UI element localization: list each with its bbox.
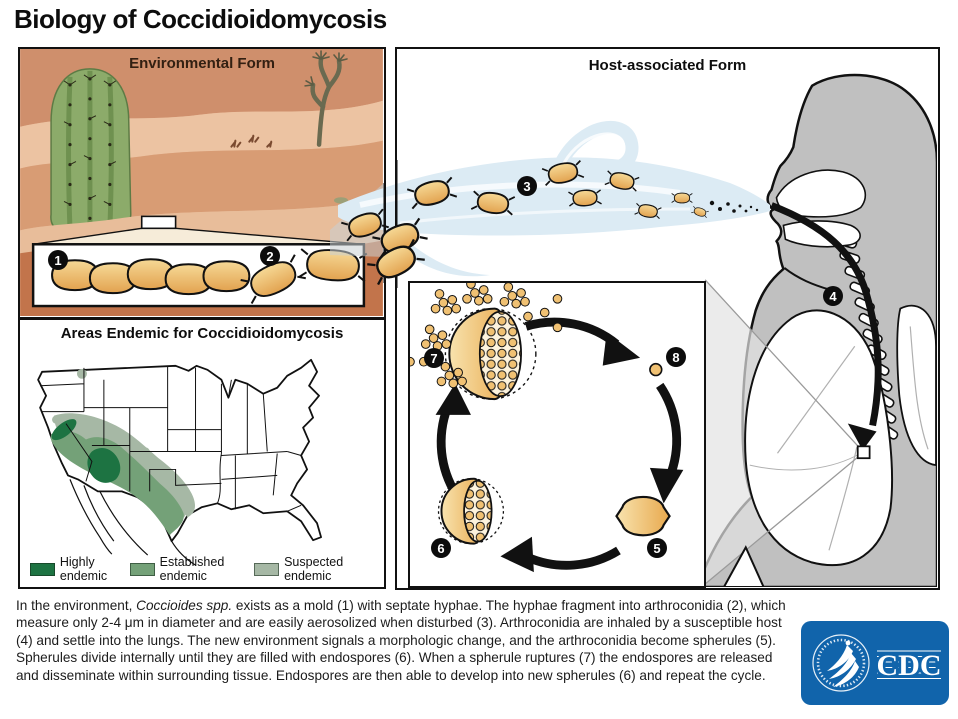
cdc-logo: CDC [801, 621, 949, 705]
desert-rock [334, 197, 348, 204]
state-borders [40, 365, 302, 512]
legend-item-established-endemic: Established endemic [129, 555, 254, 583]
us-endemic-map [37, 358, 322, 566]
caption-segment: In the environment, [16, 598, 137, 613]
single-endospore [649, 362, 663, 377]
desert-scene-illustration [20, 49, 383, 316]
endospore-filled-spherule [437, 477, 505, 545]
cactus-spine-needles [63, 74, 117, 205]
highly-endemic-label: Highly endemic [59, 555, 108, 583]
desert-shrubs [230, 134, 273, 148]
step-2-badge: 2 [260, 246, 280, 266]
legend-item-suspected-endemic: Suspected endemic [254, 555, 374, 583]
chest-notch [722, 545, 765, 587]
suspected-endemic-swatch [254, 562, 280, 576]
near-lung [744, 309, 893, 567]
cdc-wordmark: CDC [877, 649, 942, 682]
highly-endemic-swatch [30, 562, 55, 576]
spherule-cycle-diagram [410, 283, 684, 573]
established-endemic-swatch [129, 562, 155, 576]
endemic-map-panel: Areas Endemic for Coccidioidomycosis [18, 318, 386, 589]
map-legend: Highly endemic Established endemic Suspe… [22, 555, 382, 583]
us-outline [37, 358, 322, 543]
step-5-badge: 5 [647, 538, 667, 558]
magnifier-lines [704, 279, 865, 585]
environmental-form-panel: Environmental Form [18, 47, 386, 319]
step-3-badge: 3 [517, 176, 537, 196]
step-8-badge: 8 [666, 347, 686, 367]
arthroconidia-fragments [240, 248, 368, 304]
hhs-eagle-icon [827, 640, 859, 687]
caption-paragraph: In the environment, Coccioides spp. exis… [16, 597, 794, 684]
endemic-map-title: Areas Endemic for Coccidioidomycosis [60, 325, 344, 342]
mexico-outline [69, 479, 196, 566]
cdc-logo-art: CDC [812, 634, 944, 692]
established-endemic-region [50, 430, 184, 536]
hhs-seal-ring [812, 634, 870, 692]
host-associated-form-title: Host-associated Form [588, 57, 747, 74]
step-1-badge: 1 [48, 250, 68, 270]
highly-endemic-region [51, 419, 121, 483]
septate-hyphae [51, 258, 251, 296]
ruptured-spherule [410, 283, 563, 401]
magnified-area-rectangle [140, 215, 177, 230]
young-spherule [615, 495, 671, 537]
caption-segment: exists as a mold (1) with septate hyphae… [16, 598, 786, 683]
step-6-badge: 6 [431, 538, 451, 558]
hhs-seal-text-ring [816, 638, 866, 688]
established-endemic-label: Established endemic [159, 555, 225, 583]
magnified-lung-site [856, 445, 871, 460]
step-7-badge: 7 [424, 348, 444, 368]
step-4-badge: 4 [823, 286, 843, 306]
caption-species-name: Coccioides spp. [136, 598, 233, 613]
cactus [50, 68, 132, 237]
spherule-cycle-inset [408, 281, 706, 588]
joshua-tree [304, 50, 348, 147]
nasal-airway [775, 169, 866, 248]
environmental-form-title: Environmental Form [129, 55, 275, 72]
cdc-wordmark-lines [877, 650, 941, 679]
page-title: Biology of Coccidioidomycosis [14, 4, 387, 34]
inhalation-arrow [770, 202, 882, 451]
cycle-arrowheads [435, 332, 684, 573]
legend-item-highly-endemic: Highly endemic [30, 555, 130, 583]
host-anatomy-illustration [695, 73, 937, 587]
far-lung [896, 304, 937, 467]
suspected-endemic-label: Suspected endemic [284, 555, 344, 583]
